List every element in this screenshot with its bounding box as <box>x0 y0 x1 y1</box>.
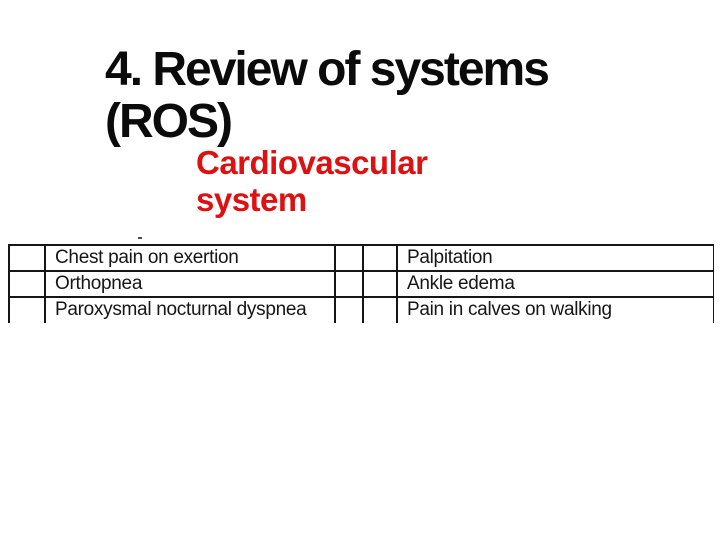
checkbox-cell-left <box>8 244 46 272</box>
symptom-table-container: Chest pain on exertion Palpitation Ortho… <box>8 244 714 324</box>
slide-subtitle-line1: Cardiovascular <box>196 144 428 181</box>
slide-title: 4. Review of systems (ROS) <box>105 43 550 148</box>
checkbox-cell-right <box>362 270 398 298</box>
slide-title-line1: 4. Review of systems <box>105 43 550 96</box>
table-row: Orthopnea Ankle edema <box>8 270 714 298</box>
stray-mark <box>138 237 142 239</box>
spacer-cell <box>334 270 364 298</box>
checkbox-cell-left <box>8 296 46 323</box>
table-row: Chest pain on exertion Palpitation <box>8 244 714 272</box>
table-row: Paroxysmal nocturnal dyspnea Pain in cal… <box>8 296 714 323</box>
checkbox-cell-left <box>8 270 46 298</box>
slide-title-line2: (ROS) <box>105 95 233 148</box>
symptom-cell-left: Orthopnea <box>44 270 336 298</box>
symptom-cell-right: Pain in calves on walking <box>396 296 714 323</box>
spacer-cell <box>334 244 364 272</box>
checkbox-cell-right <box>362 296 398 323</box>
symptom-cell-right: Ankle edema <box>396 270 714 298</box>
symptom-cell-left: Chest pain on exertion <box>44 244 336 272</box>
symptom-cell-right: Palpitation <box>396 244 714 272</box>
checkbox-cell-right <box>362 244 398 272</box>
spacer-cell <box>334 296 364 323</box>
symptom-table: Chest pain on exertion Palpitation Ortho… <box>8 244 714 323</box>
slide-subtitle-line2: system <box>196 181 307 218</box>
symptom-cell-left: Paroxysmal nocturnal dyspnea <box>44 296 336 323</box>
slide-subtitle: Cardiovascular system <box>196 144 428 218</box>
